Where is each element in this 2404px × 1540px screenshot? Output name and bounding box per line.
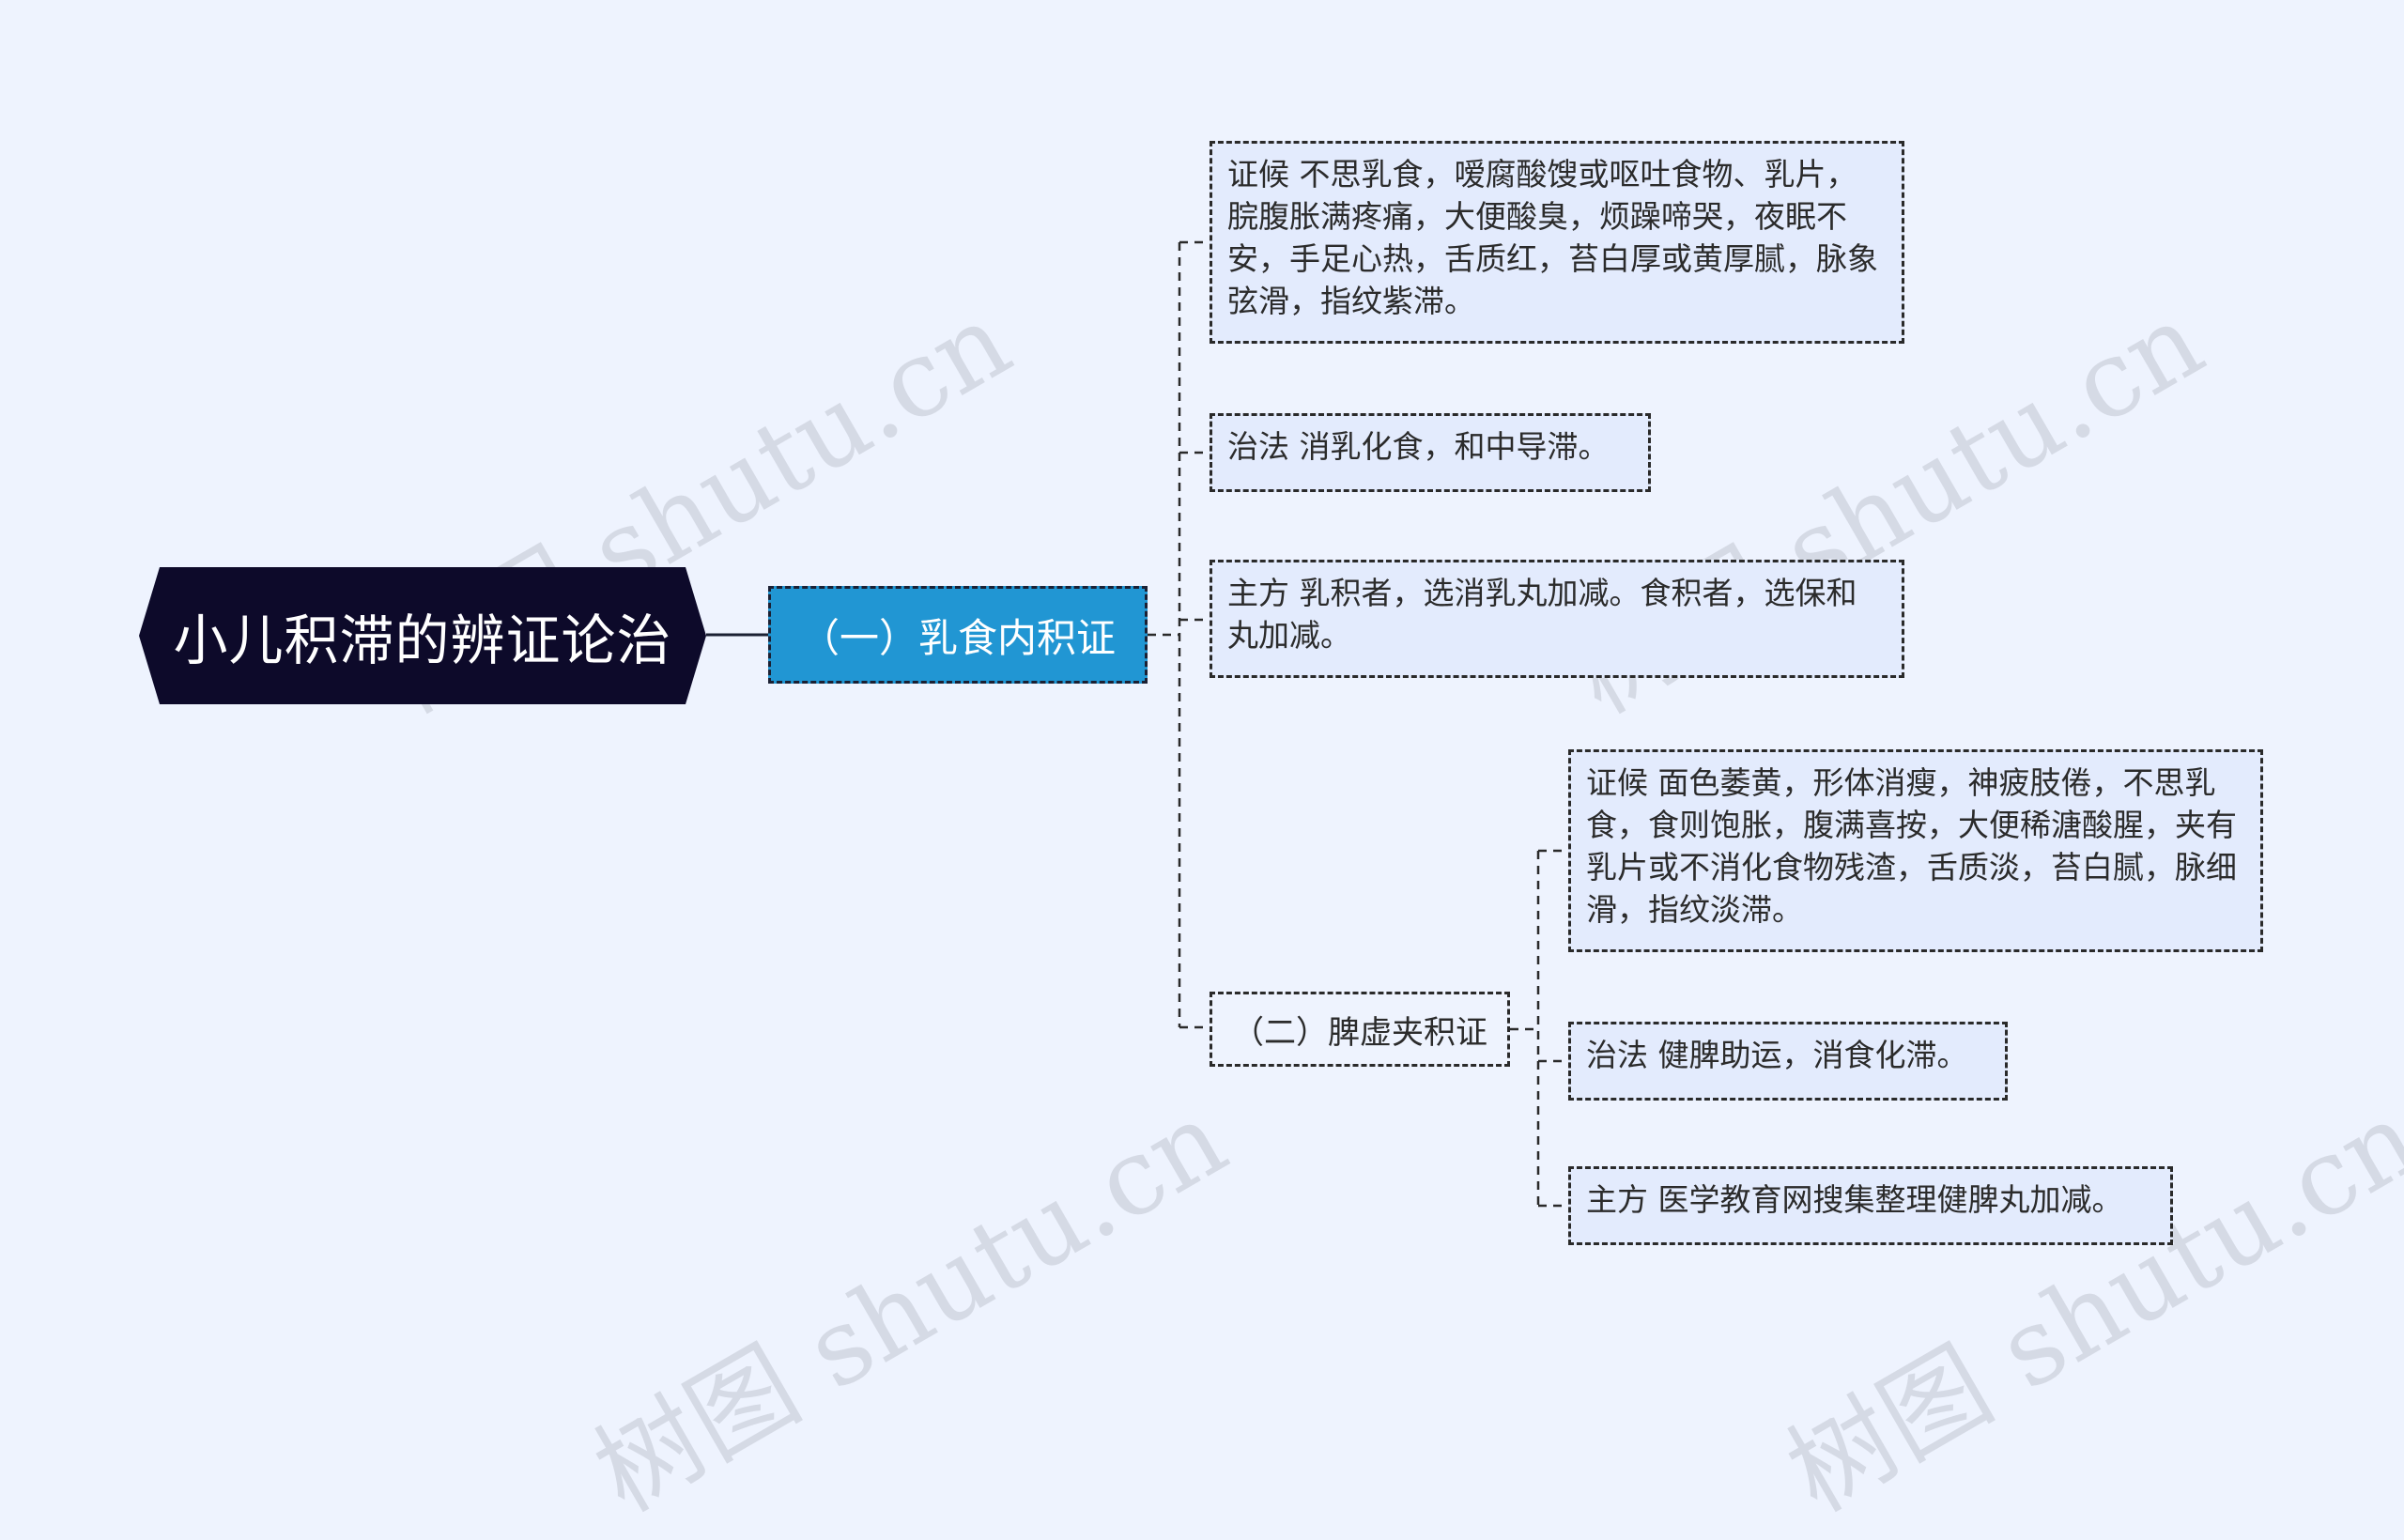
connector-branch2-trunk xyxy=(1510,851,1540,1206)
leaf-topic-symptoms-2[interactable]: 证候 面色萎黄，形体消瘦，神疲肢倦，不思乳食，食则饱胀，腹满喜按，大便稀溏酸腥，… xyxy=(1568,749,2263,952)
leaf-topic-formula-1[interactable]: 主方 乳积者，选消乳丸加减。食积者，选保和丸加减。 xyxy=(1210,560,1904,678)
connector-lines xyxy=(706,240,1568,1208)
leaf-topic-symptoms-1[interactable]: 证候 不思乳食，嗳腐酸馊或呕吐食物、乳片，脘腹胀满疼痛，大便酸臭，烦躁啼哭，夜眠… xyxy=(1210,141,1904,344)
root-topic[interactable]: 小儿积滞的辨证论治 xyxy=(139,567,706,704)
branch-topic-2[interactable]: （二）脾虚夹积证 xyxy=(1210,992,1510,1067)
branch-topic-1[interactable]: （一）乳食内积证 xyxy=(768,586,1148,684)
leaf-topic-formula-2[interactable]: 主方 医学教育网搜集整理健脾丸加减。 xyxy=(1568,1166,2173,1245)
leaf-topic-treatment-2[interactable]: 治法 健脾助运，消食化滞。 xyxy=(1568,1022,2008,1101)
mind-map-canvas: 树图 shutu.cn 树图 shutu.cn 树图 shutu.cn 树图 s… xyxy=(0,141,2404,1535)
leaf-topic-treatment-1[interactable]: 治法 消乳化食，和中导滞。 xyxy=(1210,413,1651,492)
connector-branch1-trunk xyxy=(1148,242,1181,1027)
